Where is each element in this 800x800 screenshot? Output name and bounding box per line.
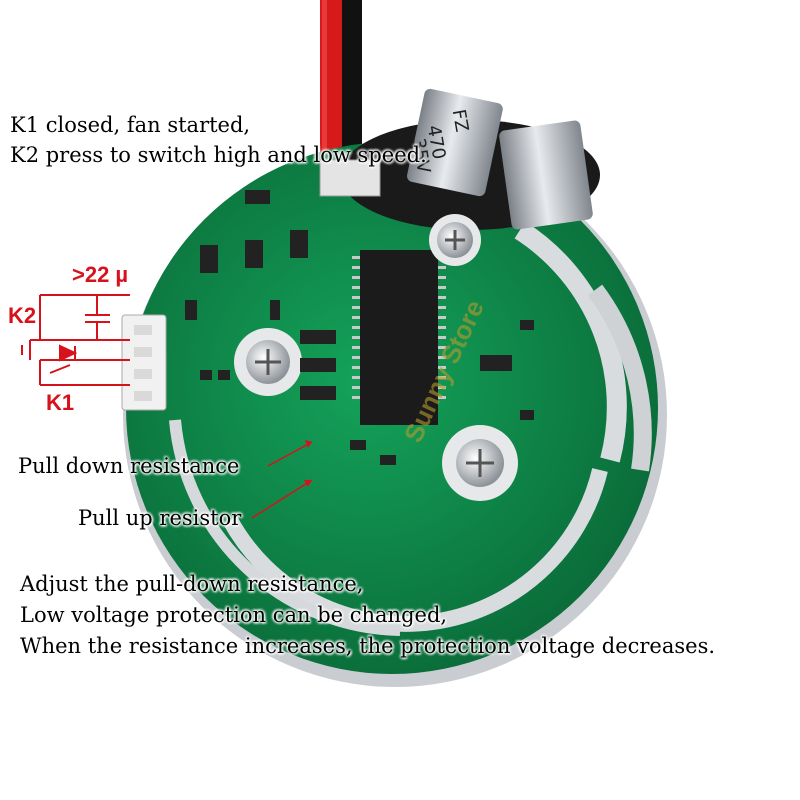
- screw-bottom: [442, 425, 518, 501]
- caption-adjust: Adjust the pull-down resistance,: [20, 572, 364, 596]
- schematic-k2-label: K2: [8, 303, 36, 328]
- pull-up-arrow: [251, 479, 313, 519]
- capacitor-marking: FZ: [448, 108, 473, 134]
- caption-pull-up: Pull up resistor: [78, 506, 242, 530]
- screw-top: [429, 214, 481, 266]
- screw-left: [234, 328, 302, 396]
- caption-k2: K2 press to switch high and low speed.: [10, 143, 427, 167]
- caption-resistance: When the resistance increases, the prote…: [20, 634, 716, 658]
- caption-pull-down: Pull down resistance: [18, 454, 240, 478]
- power-wires: [320, 0, 362, 170]
- main-ic: [352, 250, 446, 425]
- schematic-k1-label: K1: [46, 390, 74, 415]
- pull-down-arrow: [267, 440, 313, 467]
- caption-k1: K1 closed, fan started,: [10, 113, 251, 137]
- schematic-capacitor-label: >22 µ: [72, 262, 128, 287]
- capacitor-right: [499, 120, 593, 230]
- caption-low-voltage: Low voltage protection can be changed,: [20, 603, 448, 627]
- smd-components: [185, 190, 534, 465]
- connector-header: [121, 314, 167, 411]
- schematic-drawing: [21, 294, 130, 386]
- capacitor-left: FZ 470 35V: [407, 88, 503, 197]
